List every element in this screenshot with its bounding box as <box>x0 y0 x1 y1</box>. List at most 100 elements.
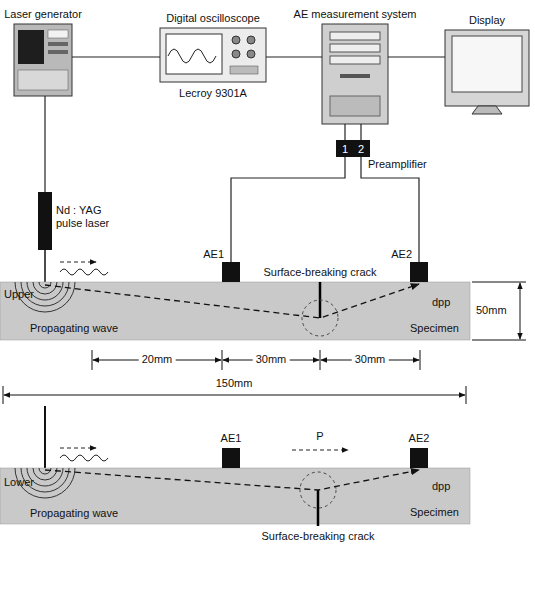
node-heading: AE2 <box>391 248 412 261</box>
laser-generator-drawing <box>14 24 72 96</box>
direction-label: P <box>316 430 323 443</box>
wave-label: Propagating wave <box>30 507 118 520</box>
ae-sensor: AE1 <box>222 262 240 282</box>
dimension-line <box>472 282 526 283</box>
dimension-label: 30mm <box>352 353 389 366</box>
oscilloscope-drawing <box>166 34 222 74</box>
cable <box>344 124 345 140</box>
surface-wave <box>60 448 96 449</box>
oscilloscope-drawing <box>230 66 258 74</box>
node-heading: AE1 <box>203 248 224 261</box>
wave-path <box>45 284 419 318</box>
ae-sensor: AE1 <box>222 448 240 468</box>
dimension-line <box>320 350 321 370</box>
node-heading: 2 <box>352 142 370 155</box>
monitor-drawing <box>445 30 529 114</box>
equipment-box: Laser generator <box>14 24 72 96</box>
crack <box>317 490 320 526</box>
laser-generator-drawing <box>48 30 68 38</box>
equipment-box: AE measurement system <box>322 24 388 124</box>
laser-generator-drawing <box>18 30 44 64</box>
monitor-drawing <box>445 30 529 106</box>
wave-path <box>45 470 419 490</box>
wave-label: Propagating wave <box>30 322 118 335</box>
oscilloscope-drawing <box>232 36 240 44</box>
oscilloscope-drawing <box>168 49 216 63</box>
dimension-line <box>472 340 526 341</box>
node-text: Specimen <box>410 322 459 335</box>
computer-tower-drawing <box>330 96 380 116</box>
wave-path <box>45 284 419 490</box>
cable <box>231 157 345 262</box>
node-heading: Display <box>469 14 505 27</box>
cable <box>44 96 45 192</box>
dimension-label: 30mm <box>253 353 290 366</box>
computer-tower-drawing <box>330 56 380 64</box>
equipment-box: Display <box>445 30 529 106</box>
surface-wave <box>292 450 348 451</box>
wavefront <box>33 468 57 480</box>
laser-generator-drawing <box>48 42 68 46</box>
ae-sensor: AE2 <box>410 448 428 468</box>
dimension-line <box>3 386 4 404</box>
computer-tower-drawing <box>322 24 388 124</box>
node-heading: AE measurement system <box>294 8 417 21</box>
oscilloscope-drawing <box>160 28 266 82</box>
dimension-line <box>222 350 223 370</box>
laser-generator-drawing <box>14 24 72 96</box>
node-heading: AE2 <box>409 432 430 445</box>
dimension-line <box>466 386 467 404</box>
path-label: dpp <box>432 480 450 493</box>
surface-wave <box>60 455 108 461</box>
dimension-line <box>420 350 421 370</box>
specimen-block <box>0 468 470 524</box>
dimension-line <box>92 350 93 370</box>
laser-head: Nd : YAG pulse laser <box>38 192 52 250</box>
node-text: Specimen <box>410 506 459 519</box>
dimension-label: 50mm <box>476 304 507 317</box>
node-heading: Lower <box>4 476 34 489</box>
node-heading: Nd : YAG pulse laser <box>56 204 120 230</box>
dimension-line <box>3 282 526 404</box>
computer-tower-drawing <box>340 74 370 78</box>
crack-label: Surface-breaking crack <box>263 266 376 279</box>
dimension-line <box>520 283 521 339</box>
specimen-block <box>0 282 470 524</box>
surface-wave <box>60 262 96 263</box>
crack <box>302 300 338 336</box>
oscilloscope-drawing <box>232 50 240 58</box>
surface-wave <box>60 262 348 461</box>
wavefront <box>39 468 51 474</box>
computer-tower-drawing <box>330 32 380 40</box>
ae-sensor: AE2 <box>410 262 428 282</box>
dimension-line <box>4 395 465 396</box>
cable <box>388 56 445 57</box>
cable <box>361 157 419 262</box>
node-heading: AE1 <box>221 432 242 445</box>
laser-beam <box>44 406 46 468</box>
node-heading: Laser generator <box>4 8 82 21</box>
oscilloscope-drawing <box>247 36 255 44</box>
node-heading: Upper <box>4 288 34 301</box>
dimension-label: 20mm <box>139 353 176 366</box>
oscilloscope-drawing <box>247 50 255 58</box>
node-heading: Digital oscilloscope <box>166 12 260 25</box>
crack-label: Surface-breaking crack <box>261 530 374 543</box>
preamplifier-box: 2 <box>352 140 370 157</box>
wavefront <box>15 282 75 498</box>
laser-generator-drawing <box>48 50 68 54</box>
equipment-box: Digital oscilloscopeLecroy 9301A <box>160 28 266 82</box>
computer-tower-drawing <box>322 24 388 124</box>
cable <box>266 56 322 57</box>
surface-wave <box>60 269 108 275</box>
part-label: Preamplifier <box>368 158 427 171</box>
path-label: dpp <box>432 296 450 309</box>
dimension-label: 150mm <box>213 377 256 390</box>
laser-generator-drawing <box>18 70 68 90</box>
node-text: Lecroy 9301A <box>179 87 247 100</box>
specimen-block <box>0 282 470 340</box>
cable <box>72 56 160 57</box>
monitor-drawing <box>472 106 502 114</box>
